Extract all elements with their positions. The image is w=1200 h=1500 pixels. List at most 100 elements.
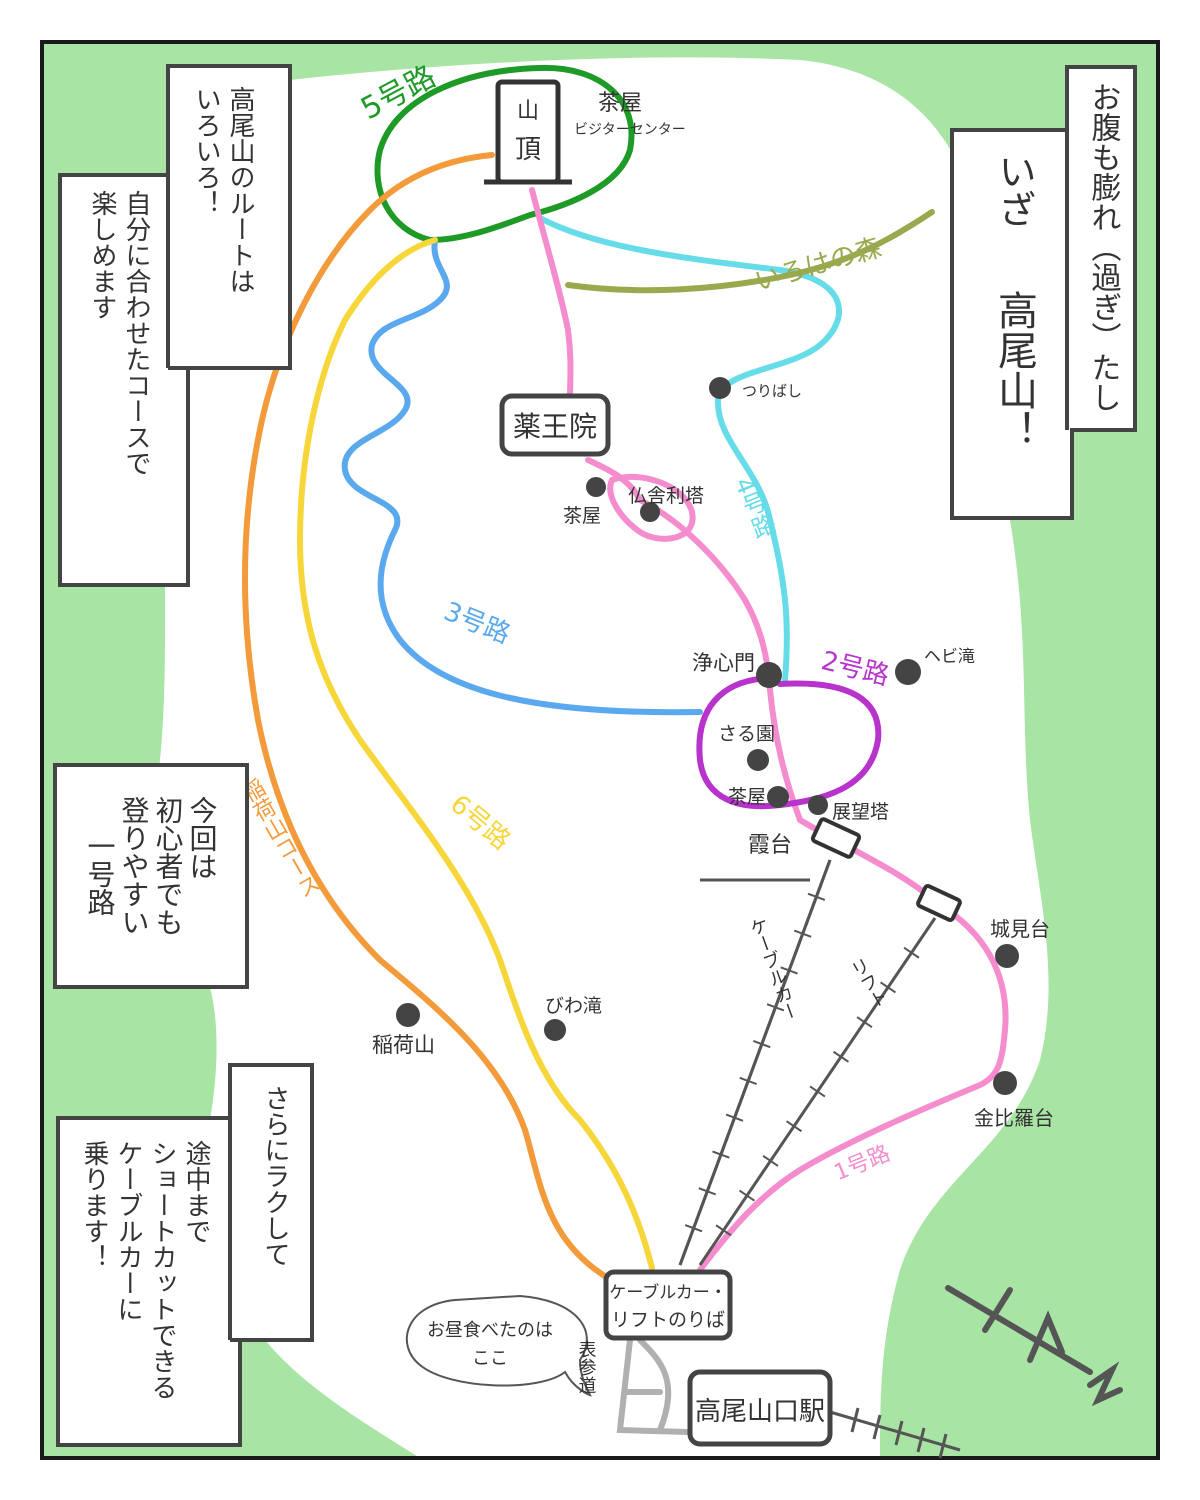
svg-text:今回は: 今回は [186,796,219,880]
track-tick [879,981,897,994]
label-omotesando: 表参道 [576,1340,597,1394]
track-tick [793,929,812,938]
track-tick [832,1050,850,1063]
label-tsuribashi: つりばし [742,382,802,400]
label-compass-n: N [0,0,1,1]
track-tick [762,1155,779,1167]
track-tick [766,1003,785,1012]
svg-text:ここ: ここ [472,1348,508,1369]
cable-car-line [678,859,832,1266]
svg-text:ケーブルカー・: ケーブルカー・ [609,1282,726,1303]
yakuoin-box: 薬王院 [499,393,611,457]
track-tick [809,1085,826,1098]
svg-text:さらにラクして: さらにラクして [260,1085,290,1267]
hebitaki-dot [895,659,921,685]
konpiradai-dot [993,1071,1017,1095]
track-tick [698,1187,717,1196]
takaosanguchi-station-box: 高尾山口駅 [687,1369,833,1447]
jomidai-dot [995,944,1019,968]
svg-text:頂: 頂 [515,135,541,165]
route-4 [537,215,843,683]
track-tick [715,1224,732,1237]
joshinmon-dot [756,662,782,688]
track-tick [903,946,920,959]
track-tick [807,892,826,901]
svg-text:いざ: いざ [992,152,1036,228]
label-chaya-low: 茶屋 [728,786,766,808]
map-frame [40,40,1160,1460]
label-joshinmon: 浄心門 [692,651,755,675]
label-biwataki: びわ滝 [545,995,602,1017]
north-arrow-icon [945,1285,1123,1407]
place-dots [396,377,1019,1095]
inariyama-dot [396,1003,420,1027]
svg-text:高尾山口駅: 高尾山口駅 [695,1397,825,1427]
svg-text:自分に合わせたコースで: 自分に合わせたコースで [121,190,151,476]
label-jomidai: 城見台 [990,917,1050,941]
omotesando-path [616,1337,691,1435]
caption-bottom-left: さらにラクして 途中まで ショートカットできる ケーブルカーに 乗ります！ [56,1063,314,1447]
route-5-loop [374,64,635,244]
svg-text:高尾山！: 高尾山！ [991,290,1037,450]
caption-top-right: お腹も膨れ（過ぎ）たし いざ 高尾山！ [950,65,1137,520]
svg-text:山: 山 [517,99,539,124]
chaya-low-dot [767,786,789,808]
svg-text:一号路: 一号路 [84,832,117,916]
railway-ticks [850,1407,948,1459]
track-tick [856,1016,873,1028]
chaya-mid-dot [586,477,606,497]
track-tick [738,1189,756,1202]
label-kasumidai: 霞台 [748,833,792,858]
tenbo-dot [808,795,828,815]
saruen-dot [747,749,769,771]
route-busshari-loop [607,473,696,542]
summit-box: 山 頂 [484,79,572,185]
lift-station-box [916,883,962,923]
label-visitor-center: ビジターセンター [574,122,686,138]
track-ticks [684,892,920,1237]
track-tick [780,966,798,975]
track-tick [739,1076,757,1085]
label-hebitaki: ヘビ滝 [924,647,975,667]
lunch-speech-bubble: お昼食べたのは ここ [405,1294,592,1397]
biwataki-dot [544,1019,566,1041]
svg-text:薬王院: 薬王院 [513,410,597,443]
track-tick [684,1224,703,1233]
label-busshari: 仏舎利塔 [628,485,704,507]
track-tick [712,1150,730,1159]
track-tick [725,1113,744,1122]
kasumidai-station-box [810,817,862,859]
svg-text:いろいろ！: いろいろ！ [191,86,221,216]
svg-text:ケーブルカーに: ケーブルカーに [113,1140,143,1322]
svg-text:登りやすい: 登りやすい [118,796,151,936]
label-saruen: さる園 [718,723,775,745]
track-tick [753,1040,771,1049]
svg-text:楽しめます: 楽しめます [87,190,117,320]
caption-top-left: 高尾山のルートは いろいろ！ 自分に合わせたコースで 楽しめます [58,64,292,587]
route-inari [242,152,611,1281]
svg-text:ショートカットできる: ショートカットできる [147,1140,177,1400]
label-inariyama: 稲荷山 [372,1033,435,1057]
busshari-dot [640,502,660,522]
route-iroha [565,209,935,294]
svg-text:初心者でも: 初心者でも [152,796,185,936]
label-tenbo: 展望塔 [832,801,889,823]
label-konpiradai: 金比羅台 [974,1106,1054,1130]
station-box: ケーブルカー・ リフトのりば [603,1269,733,1341]
tsuribashi-dot [709,377,731,399]
route-6 [296,237,655,1271]
svg-text:お腹も膨れ（過ぎ）たし: お腹も膨れ（過ぎ）たし [1086,82,1122,412]
label-chaya-mid: 茶屋 [563,505,601,527]
railway-line [829,1410,961,1452]
label-chaya-top: 茶屋 [598,91,642,116]
route-1 [529,187,1009,1273]
caption-middle-left: 今回は 初心者でも 登りやすい 一号路 [53,763,249,989]
svg-text:高尾山のルートは: 高尾山のルートは [225,86,255,294]
svg-text:お昼食べたのは: お昼食べたのは [427,1320,553,1341]
svg-text:乗ります！: 乗ります！ [79,1140,109,1270]
route-3 [341,237,703,716]
svg-text:リフトのりば: リフトのりば [611,1309,725,1331]
track-tick [785,1120,803,1133]
svg-text:途中まで: 途中まで [181,1140,211,1244]
